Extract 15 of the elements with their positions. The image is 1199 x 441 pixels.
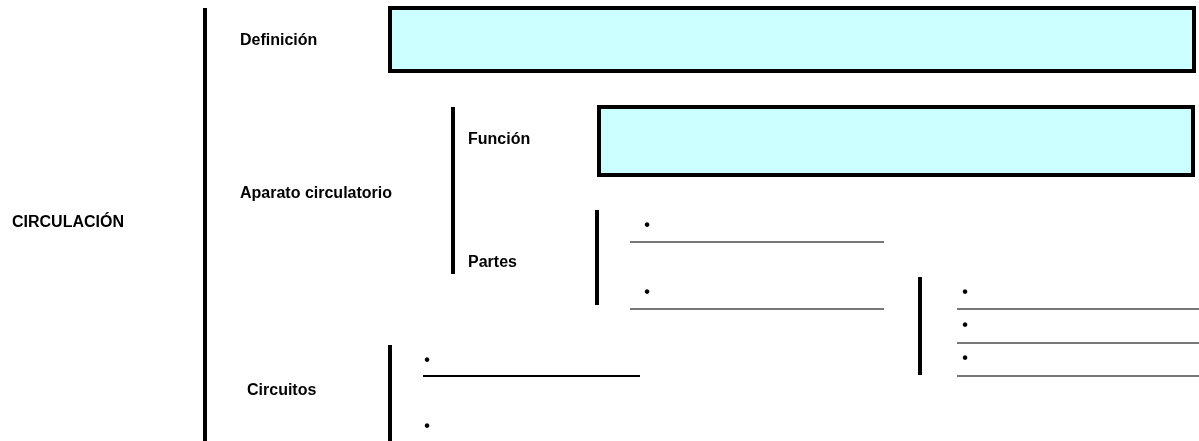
category-label: Circuitos <box>247 381 317 399</box>
answer-box <box>388 6 1196 73</box>
bullet-point: • <box>962 316 968 334</box>
topic-title: CIRCULACIÓN <box>12 213 124 231</box>
bullet-point: • <box>962 349 968 367</box>
category-label: Función <box>468 130 531 148</box>
category-label: Definición <box>240 31 318 49</box>
category-label: Aparato circulatorio <box>240 184 393 202</box>
answer-box <box>597 105 1195 177</box>
bullet-point: • <box>424 417 430 435</box>
bullet-point: • <box>644 283 650 301</box>
bullet-point: • <box>424 351 430 369</box>
bullet-point: • <box>644 216 650 234</box>
category-label: Partes <box>468 253 517 271</box>
bullet-point: • <box>962 283 968 301</box>
